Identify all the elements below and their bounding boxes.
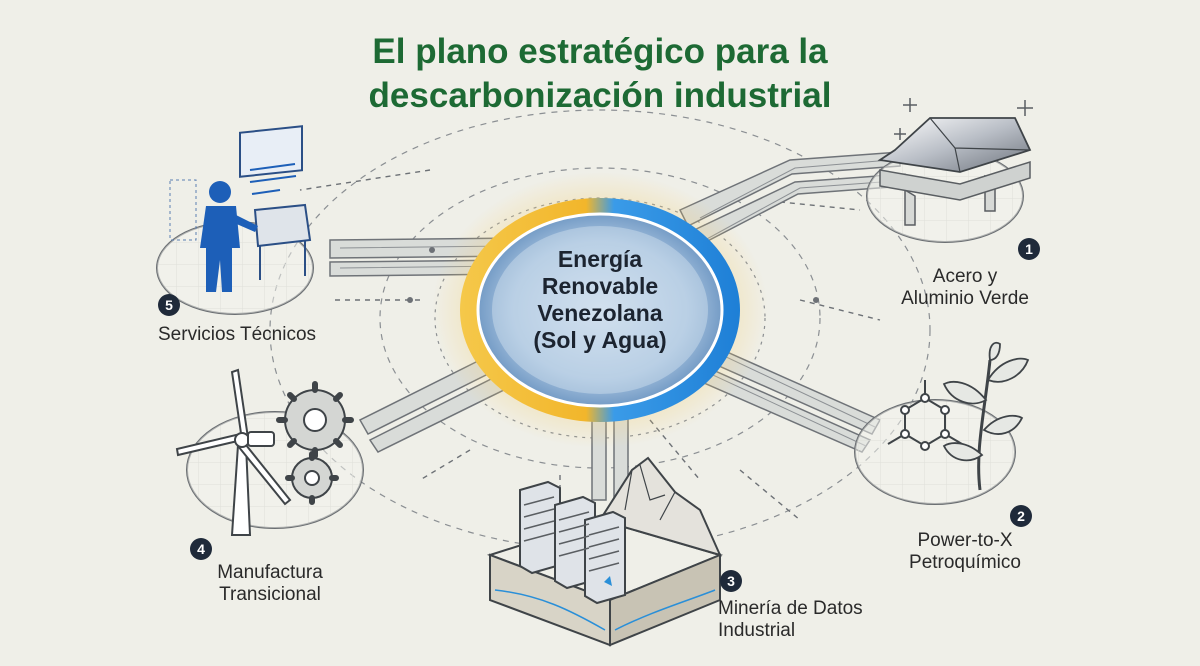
node-4-number-badge: 4 [190, 538, 212, 560]
hub-label-line-4: (Sol y Agua) [533, 327, 667, 353]
node-1-label-line-1: Acero y [932, 266, 998, 287]
servicios-tecnicos-illustration [156, 125, 314, 315]
node-1-number-badge: 1 [1018, 238, 1040, 260]
node-2-number-badge: 2 [1010, 505, 1032, 527]
node-4-label-line-2: Transicional [219, 584, 321, 605]
node-2-label-line-1: Power-to-X [917, 530, 1013, 551]
node-4-label-line-1: Manufactura [217, 562, 323, 583]
node-3-number-badge: 3 [720, 570, 742, 592]
node-1-label: Acero y Aluminio Verde [880, 266, 1050, 310]
node-5-number-badge: 5 [158, 294, 180, 316]
node-4-label: Manufactura Transicional [195, 562, 345, 606]
diagram-title-line-2: descarbonización industrial [368, 76, 832, 115]
hub-label-line-3: Venezolana [537, 300, 663, 326]
node-2-label: Power-to-X Petroquímico [880, 530, 1050, 574]
diagram-title-line-1: El plano estratégico para la [372, 32, 828, 71]
manufactura-illustration [175, 368, 364, 536]
acero-aluminio-illustration [866, 98, 1033, 243]
node-3-label-line-2: Industrial [718, 620, 796, 641]
power-to-x-illustration [854, 341, 1030, 505]
hub-label-line-1: Energía [557, 246, 643, 272]
node-5-label: Servicios Técnicos [158, 324, 317, 345]
node-2-label-line-2: Petroquímico [909, 552, 1021, 573]
node-3-label: Minería de Datos Industrial [718, 598, 863, 642]
node-3-label-line-1: Minería de Datos [718, 598, 863, 619]
hub-label-line-2: Renovable [541, 273, 659, 299]
node-1-label-line-2: Aluminio Verde [901, 288, 1029, 309]
energy-hub [432, 172, 768, 448]
hub-label: Energía Renovable Venezolana (Sol y Agua… [490, 246, 710, 354]
mineria-datos-illustration [486, 456, 724, 647]
